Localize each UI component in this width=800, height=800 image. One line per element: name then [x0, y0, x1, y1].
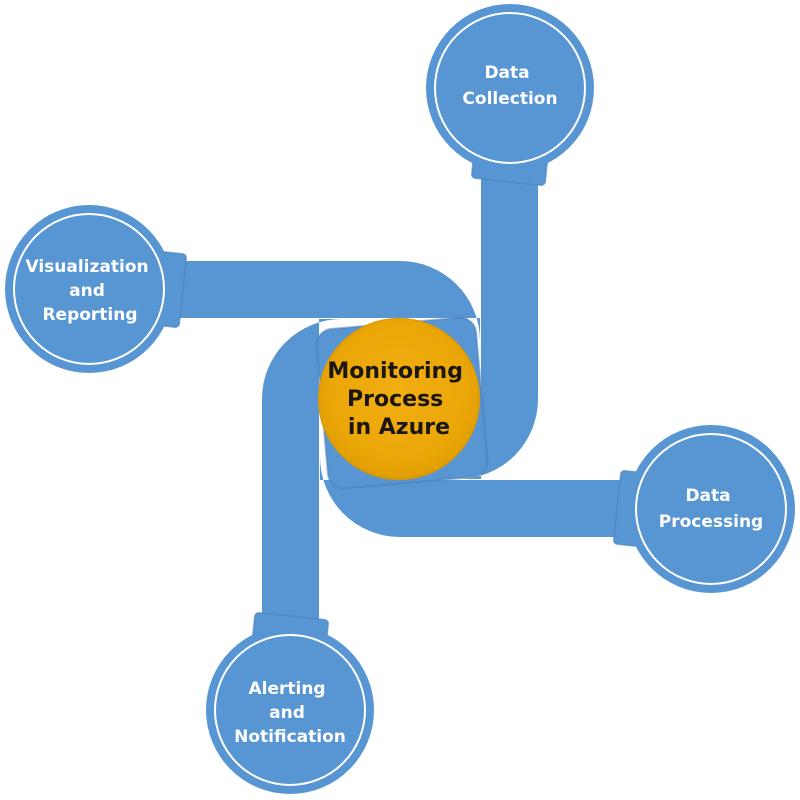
center-label-line: in Azure: [348, 415, 450, 440]
center-circle: [318, 318, 480, 480]
node-label-visualization-and-reporting: Visualization and Reporting: [25, 257, 154, 325]
node-label-line: Visualization: [25, 257, 148, 277]
node-label-line: Processing: [659, 512, 763, 532]
node-label-data-processing: Data Processing: [659, 486, 763, 532]
center-label-line: Process: [347, 387, 443, 412]
node-label-line: Reporting: [42, 305, 137, 325]
node-label-line: Data: [484, 63, 529, 83]
node-label-line: and: [69, 281, 105, 301]
node-label-line: Notification: [234, 727, 346, 747]
node-label-data-collection: Data Collection: [462, 63, 557, 109]
node-label-line: and: [269, 703, 305, 723]
node-label-line: Data: [685, 486, 730, 506]
center-label-line: Monitoring: [327, 359, 463, 384]
center-circle-rim: [317, 317, 481, 481]
center-label: Monitoring Process in Azure: [327, 359, 470, 440]
node-label-alerting-and-notification: Alerting and Notification: [234, 679, 346, 747]
node-label-line: Collection: [462, 89, 557, 109]
node-label-line: Alerting: [248, 679, 325, 699]
